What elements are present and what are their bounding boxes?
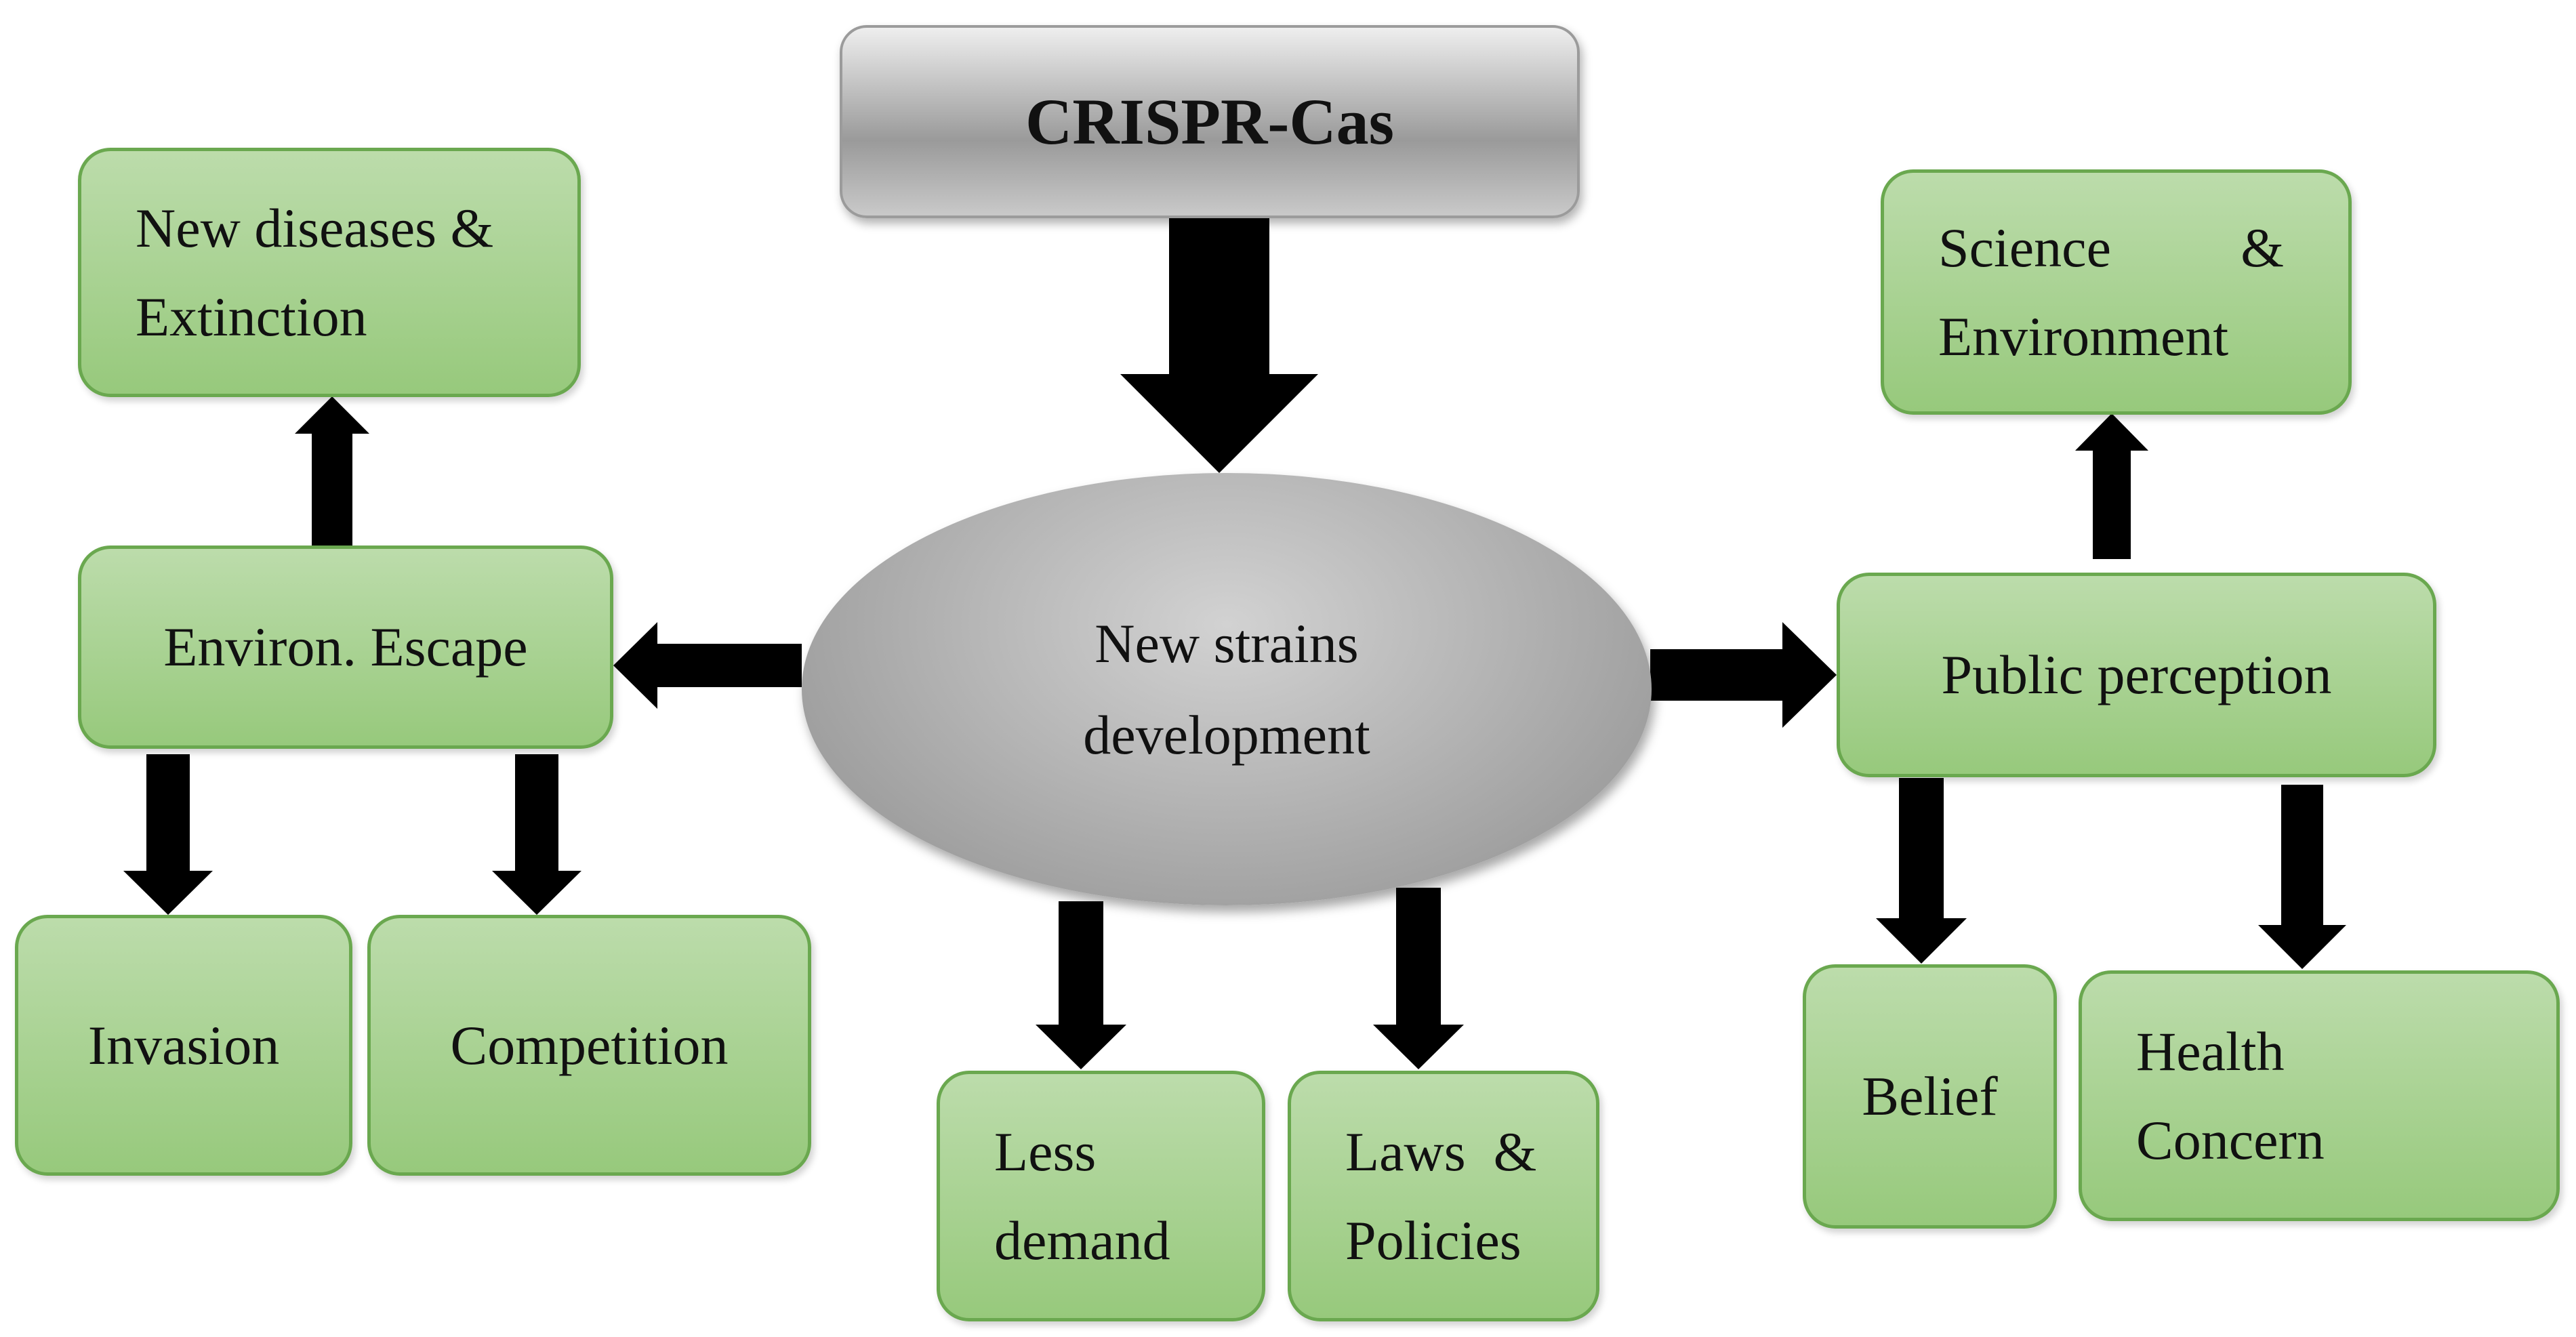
science-environment-node: Science & Environment — [1881, 169, 2352, 415]
new-strains-label: New strains development — [1083, 612, 1370, 766]
new-diseases-line2: Extinction — [136, 286, 367, 348]
laws-policies-line2: Policies — [1345, 1210, 1521, 1271]
laws-policies-node: Laws & Policies — [1288, 1071, 1599, 1321]
less-demand-node: Less demand — [937, 1071, 1265, 1321]
competition-node: Competition — [367, 915, 811, 1176]
arrow-center-to-perception — [1650, 622, 1837, 728]
invasion-node: Invasion — [15, 915, 352, 1176]
belief-label: Belief — [1862, 1065, 1998, 1128]
arrow-perception-to-belief — [1876, 778, 1967, 964]
less-demand-line2: demand — [994, 1210, 1170, 1271]
arrow-escape-to-competition — [492, 754, 581, 915]
health-concern-line2: Concern — [2136, 1109, 2325, 1171]
belief-node: Belief — [1803, 964, 2057, 1229]
arrow-center-to-less-demand — [1036, 901, 1126, 1069]
crispr-cas-node: CRISPR-Cas — [840, 25, 1580, 218]
arrow-root-to-center — [1120, 217, 1318, 473]
arrow-center-to-escape — [613, 622, 802, 709]
arrow-perception-to-health — [2258, 785, 2346, 969]
less-demand-line1: Less — [994, 1120, 1097, 1182]
arrow-escape-to-invasion — [123, 754, 213, 915]
health-concern-node: Health Concern — [2079, 970, 2560, 1221]
arrow-perception-to-science — [2075, 413, 2148, 559]
arrow-escape-to-diseases — [295, 396, 369, 546]
arrow-center-to-laws — [1373, 888, 1464, 1069]
science-word: Science — [1938, 216, 2111, 279]
environment-word: Environment — [1938, 306, 2229, 367]
environ-escape-label: Environ. Escape — [163, 616, 528, 678]
competition-label: Competition — [450, 1014, 729, 1076]
health-concern-line1: Health — [2136, 1020, 2285, 1082]
invasion-label: Invasion — [87, 1014, 280, 1076]
environ-escape-node: Environ. Escape — [78, 546, 613, 749]
laws-policies-line1: Laws & — [1345, 1120, 1537, 1182]
science-ampersand: & — [2241, 216, 2284, 279]
public-perception-label: Public perception — [1941, 644, 2332, 706]
new-diseases-node: New diseases & Extinction — [78, 148, 581, 397]
public-perception-node: Public perception — [1837, 573, 2436, 777]
crispr-cas-label: CRISPR-Cas — [1025, 85, 1395, 158]
new-diseases-line1: New diseases & — [136, 197, 494, 259]
new-strains-node: New strains development — [802, 473, 1652, 905]
